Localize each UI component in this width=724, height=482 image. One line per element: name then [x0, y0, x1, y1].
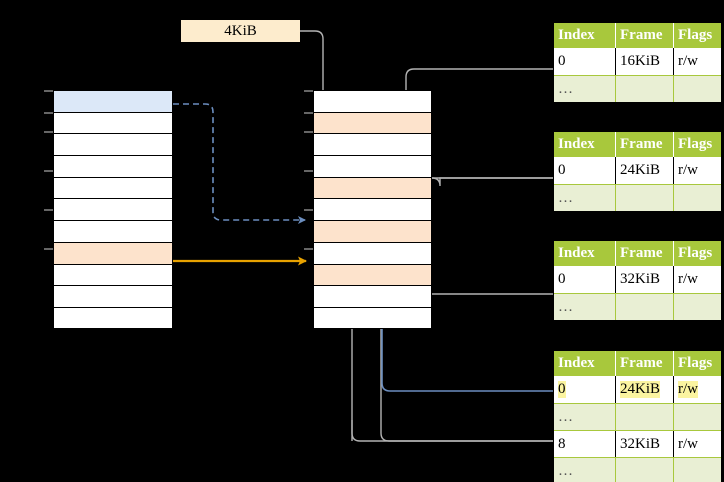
column-header-flags: Flags [678, 355, 713, 371]
connector-pt1-to-frame [402, 68, 553, 179]
physical-frame-row[interactable] [313, 90, 432, 112]
page-table-level-4-row[interactable]: … [554, 457, 721, 482]
virtual-page-row[interactable] [53, 220, 173, 242]
connector-frame-to-pt2 [431, 177, 553, 187]
physical-frame-row[interactable] [313, 155, 432, 177]
column-header-index: Index [554, 23, 616, 48]
highlighted-value: r/w [678, 381, 698, 398]
column-header-index: Index [554, 132, 616, 157]
cell-flags: r/w [678, 162, 698, 178]
column-header-frame: Frame [616, 241, 674, 266]
cell-flags [674, 76, 721, 102]
middle-column-tick-marks [304, 90, 314, 250]
physical-frame-row[interactable] [313, 285, 432, 307]
cell-frame [616, 76, 674, 102]
arrow-virtual-to-frame-dashed [173, 103, 306, 224]
page-table-level-3-row[interactable]: … [554, 293, 721, 320]
physical-frame-row[interactable] [313, 306, 432, 329]
physical-frame-row[interactable] [313, 111, 432, 134]
virtual-page-row[interactable] [53, 198, 173, 221]
virtual-page-row[interactable] [53, 111, 173, 134]
column-header-index: Index [554, 351, 616, 376]
physical-memory-column [313, 90, 432, 329]
cell-flags [674, 185, 721, 211]
column-header-flags: Flags [678, 136, 713, 152]
column-header-frame: Frame [616, 351, 674, 376]
virtual-page-row[interactable] [53, 306, 173, 329]
column-header-frame: Frame [616, 132, 674, 157]
cell-frame [616, 185, 674, 211]
virtual-page-row[interactable] [53, 155, 173, 177]
page-table-level-4-row[interactable]: 0 24KiB r/w [554, 376, 721, 403]
highlighted-value: 24KiB [620, 381, 661, 398]
cell-flags: r/w [678, 435, 698, 452]
virtual-page-row[interactable] [53, 241, 173, 264]
cell-flags: r/w [674, 376, 721, 403]
cell-frame [616, 458, 674, 482]
virtual-page-row[interactable] [53, 263, 173, 286]
physical-frame-row[interactable] [313, 220, 432, 242]
cell-index: … [554, 404, 616, 430]
cell-flags [674, 404, 721, 430]
cell-frame: 24KiB [616, 157, 674, 184]
virtual-page-row[interactable] [53, 90, 173, 112]
virtual-page-row[interactable] [53, 133, 173, 156]
virtual-page-row[interactable] [53, 176, 173, 199]
page-table-level-2-row[interactable]: … [554, 184, 721, 211]
column-header-flags: Flags [678, 245, 713, 261]
cell-flags: r/w [678, 271, 698, 287]
column-header-index: Index [554, 241, 616, 266]
connector-pt4-row0-to-frame [378, 231, 553, 392]
cell-index: … [554, 458, 616, 482]
cell-index: 0 [554, 157, 616, 184]
cell-frame: 32KiB [616, 266, 674, 293]
connector-4kib-to-frame [300, 30, 327, 118]
cell-index: … [554, 76, 616, 102]
cell-index: … [554, 185, 616, 211]
left-column-tick-marks [44, 90, 54, 250]
page-table-level-4-row[interactable]: … [554, 403, 721, 430]
physical-frame-row[interactable] [313, 198, 432, 221]
physical-frame-row[interactable] [313, 133, 432, 156]
cell-index: 8 [554, 431, 616, 457]
cell-frame: 32KiB [616, 431, 674, 457]
physical-frame-row[interactable] [313, 263, 432, 286]
cell-index: 0 [554, 48, 616, 75]
cell-index: 0 [554, 266, 616, 293]
cell-flags: r/w [678, 53, 698, 69]
column-header-flags: Flags [678, 27, 713, 43]
cell-frame: 16KiB [616, 48, 674, 75]
cell-frame: 24KiB [616, 376, 674, 403]
cell-frame [616, 404, 674, 430]
page-size-label: 4KiB [181, 20, 300, 42]
page-table-level-1-row[interactable]: … [554, 75, 721, 102]
cell-frame [616, 294, 674, 320]
cell-flags [674, 294, 721, 320]
cell-index: 0 [554, 376, 616, 403]
physical-frame-row[interactable] [313, 241, 432, 264]
physical-frame-row[interactable] [313, 176, 432, 199]
cell-flags [674, 458, 721, 482]
virtual-page-row[interactable] [53, 285, 173, 307]
highlighted-value: 0 [558, 381, 566, 398]
virtual-address-space-column [53, 90, 173, 329]
cell-index: … [554, 294, 616, 320]
column-header-frame: Frame [616, 23, 674, 48]
